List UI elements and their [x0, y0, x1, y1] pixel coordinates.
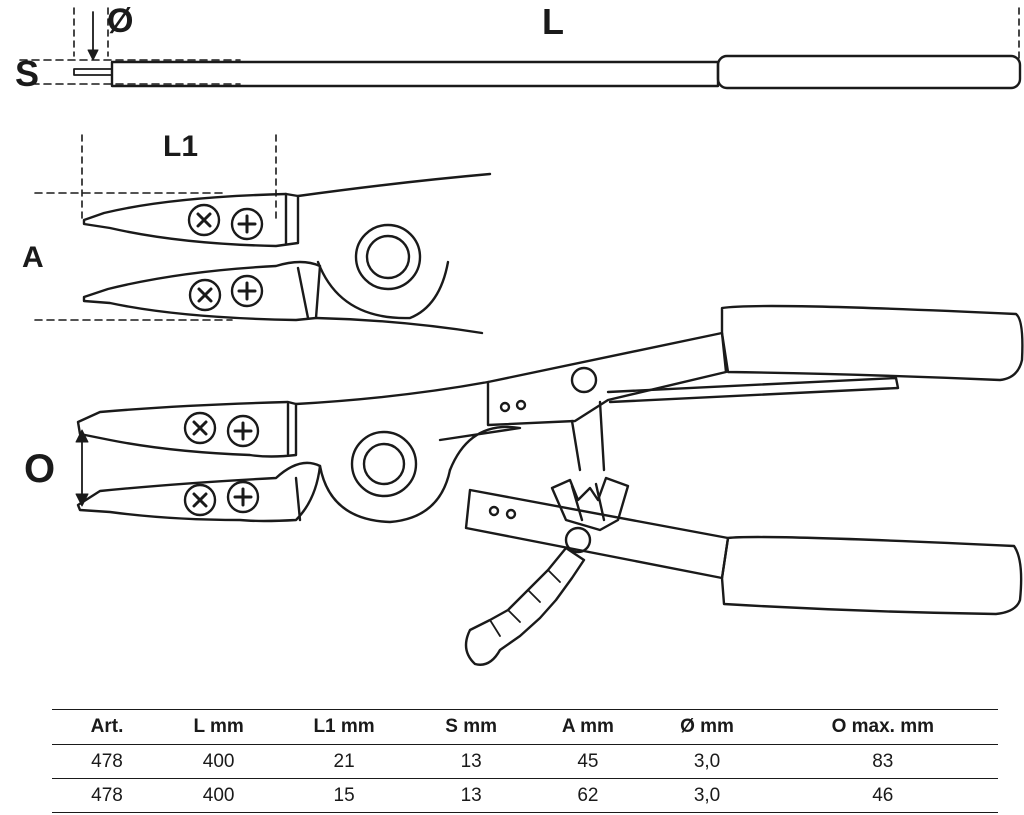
thickness-label: S	[15, 53, 39, 94]
col-header-length: L mm	[162, 709, 276, 745]
screw-icon	[183, 411, 260, 517]
table-cell: 3,0	[646, 778, 768, 813]
table-cell: 13	[412, 778, 530, 813]
col-header-diameter: Ø mm	[646, 709, 768, 745]
col-header-tip-spread: A mm	[529, 709, 647, 745]
table-cell: 400	[162, 778, 276, 813]
opening-label: O	[24, 447, 55, 491]
table-header-row: Art. L mm L1 mm S mm A mm Ø mm O max. mm	[52, 709, 998, 745]
plier-technical-drawing: Ø L S L1 A O	[15, 1, 1024, 666]
table-cell: 3,0	[646, 744, 768, 779]
tip-length-label: L1	[163, 130, 198, 163]
screw-icon	[187, 203, 264, 312]
table-cell: 478	[52, 744, 162, 779]
table-cell: 21	[275, 744, 413, 779]
table-cell: 46	[767, 778, 998, 813]
col-header-tip-length: L1 mm	[275, 709, 413, 745]
table-cell: 478	[52, 778, 162, 813]
table-row: 478 400 15 13 62 3,0 46	[52, 778, 998, 813]
tip-detail-view	[34, 134, 492, 335]
spec-table: Art. L mm L1 mm S mm A mm Ø mm O max. mm…	[52, 709, 998, 813]
diameter-label: Ø	[107, 2, 133, 40]
length-label: L	[542, 1, 564, 42]
table-cell: 83	[767, 744, 998, 779]
table-cell: 400	[162, 744, 276, 779]
side-view	[19, 7, 1022, 90]
table-cell: 45	[529, 744, 647, 779]
table-cell: 15	[275, 778, 413, 813]
col-header-opening: O max. mm	[767, 709, 998, 745]
plier-full-view	[75, 304, 1024, 666]
col-header-art: Art.	[52, 709, 162, 745]
tip-spread-label: A	[22, 241, 44, 274]
table-row: 478 400 21 13 45 3,0 83	[52, 744, 998, 779]
table-cell: 62	[529, 778, 647, 813]
col-header-thickness: S mm	[412, 709, 530, 745]
table-cell: 13	[412, 744, 530, 779]
